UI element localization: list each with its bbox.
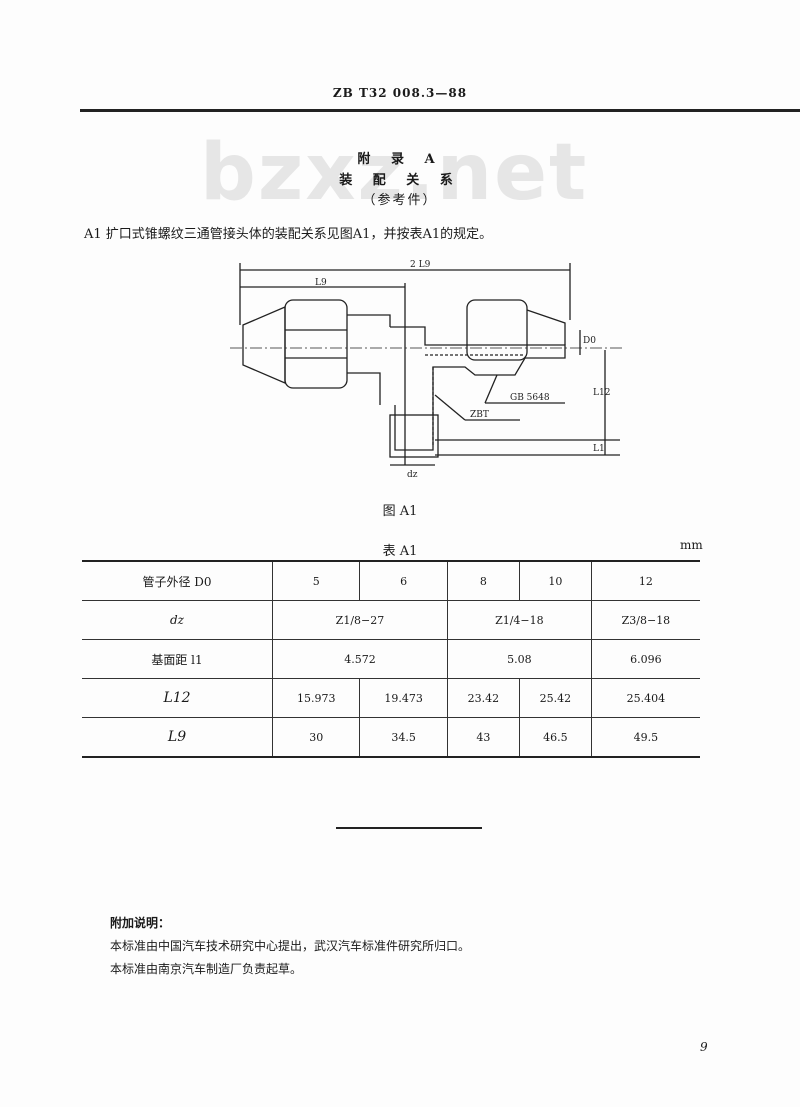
header-rule	[80, 109, 800, 112]
label-l9: L9	[315, 278, 327, 288]
cell: 10	[518, 560, 592, 601]
row-label: L12	[82, 678, 273, 718]
label-l1: L1	[593, 444, 605, 454]
label-2l9: 2 L9	[410, 260, 431, 270]
notes-line-1: 本标准由中国汽车技术研究中心提出，武汉汽车标准件研究所归口。	[110, 939, 471, 953]
cell: Z1/8−27	[272, 600, 448, 640]
notes-heading: 附加说明：	[110, 916, 171, 930]
cell: 6.096	[590, 639, 700, 679]
table-caption: 表 A1	[382, 544, 418, 559]
cell: 19.473	[359, 678, 448, 718]
cell: Z1/4−18	[446, 600, 592, 640]
appendix-title: 附 录 A	[357, 152, 443, 167]
cell: 5	[271, 560, 361, 601]
label-gb5648: GB 5648	[510, 393, 550, 403]
cell: 25.42	[518, 678, 592, 718]
row-label: dz	[82, 600, 273, 640]
document-header: ZB T32 008.3—88	[332, 86, 468, 100]
cell: 6	[359, 560, 448, 601]
page-number: 9	[700, 1040, 708, 1054]
cell: 43	[446, 717, 520, 758]
figure-caption: 图 A1	[382, 504, 418, 519]
label-zbt: ZBT	[470, 410, 489, 420]
row-label: 基面距 l1	[82, 639, 273, 679]
label-d0: D0	[583, 336, 596, 346]
cell: 46.5	[518, 717, 592, 758]
cell: 12	[590, 560, 700, 601]
cell: 30	[271, 717, 361, 758]
notes-line-2: 本标准由南京汽车制造厂负责起草。	[110, 962, 303, 976]
table-unit: mm	[680, 538, 703, 552]
label-l12: L12	[593, 388, 610, 398]
intro-paragraph: A1 扩口式锥螺纹三通管接头体的装配关系见图A1，并按表A1的规定。	[84, 227, 493, 242]
row-label: L9	[82, 717, 273, 758]
appendix-subtitle: 装 配 关 系	[339, 173, 461, 188]
row-label: 管子外径 D0	[82, 560, 273, 601]
cell: 5.08	[446, 639, 592, 679]
watermark: bzxz.net	[200, 128, 589, 218]
cell: 15.973	[271, 678, 361, 718]
cell: 8	[446, 560, 520, 601]
assembly-figure: 2 L9 L9 D0 L12 L1 GB 5648 ZBT dz	[230, 260, 625, 480]
cell: 49.5	[590, 717, 700, 758]
label-dz: dz	[407, 470, 418, 480]
cell: Z3/8−18	[590, 600, 700, 640]
appendix-note: （参考件）	[362, 193, 438, 208]
cell: 34.5	[359, 717, 448, 758]
cell: 4.572	[272, 639, 448, 679]
cell: 23.42	[446, 678, 520, 718]
end-rule	[336, 827, 482, 829]
cell: 25.404	[590, 678, 700, 718]
